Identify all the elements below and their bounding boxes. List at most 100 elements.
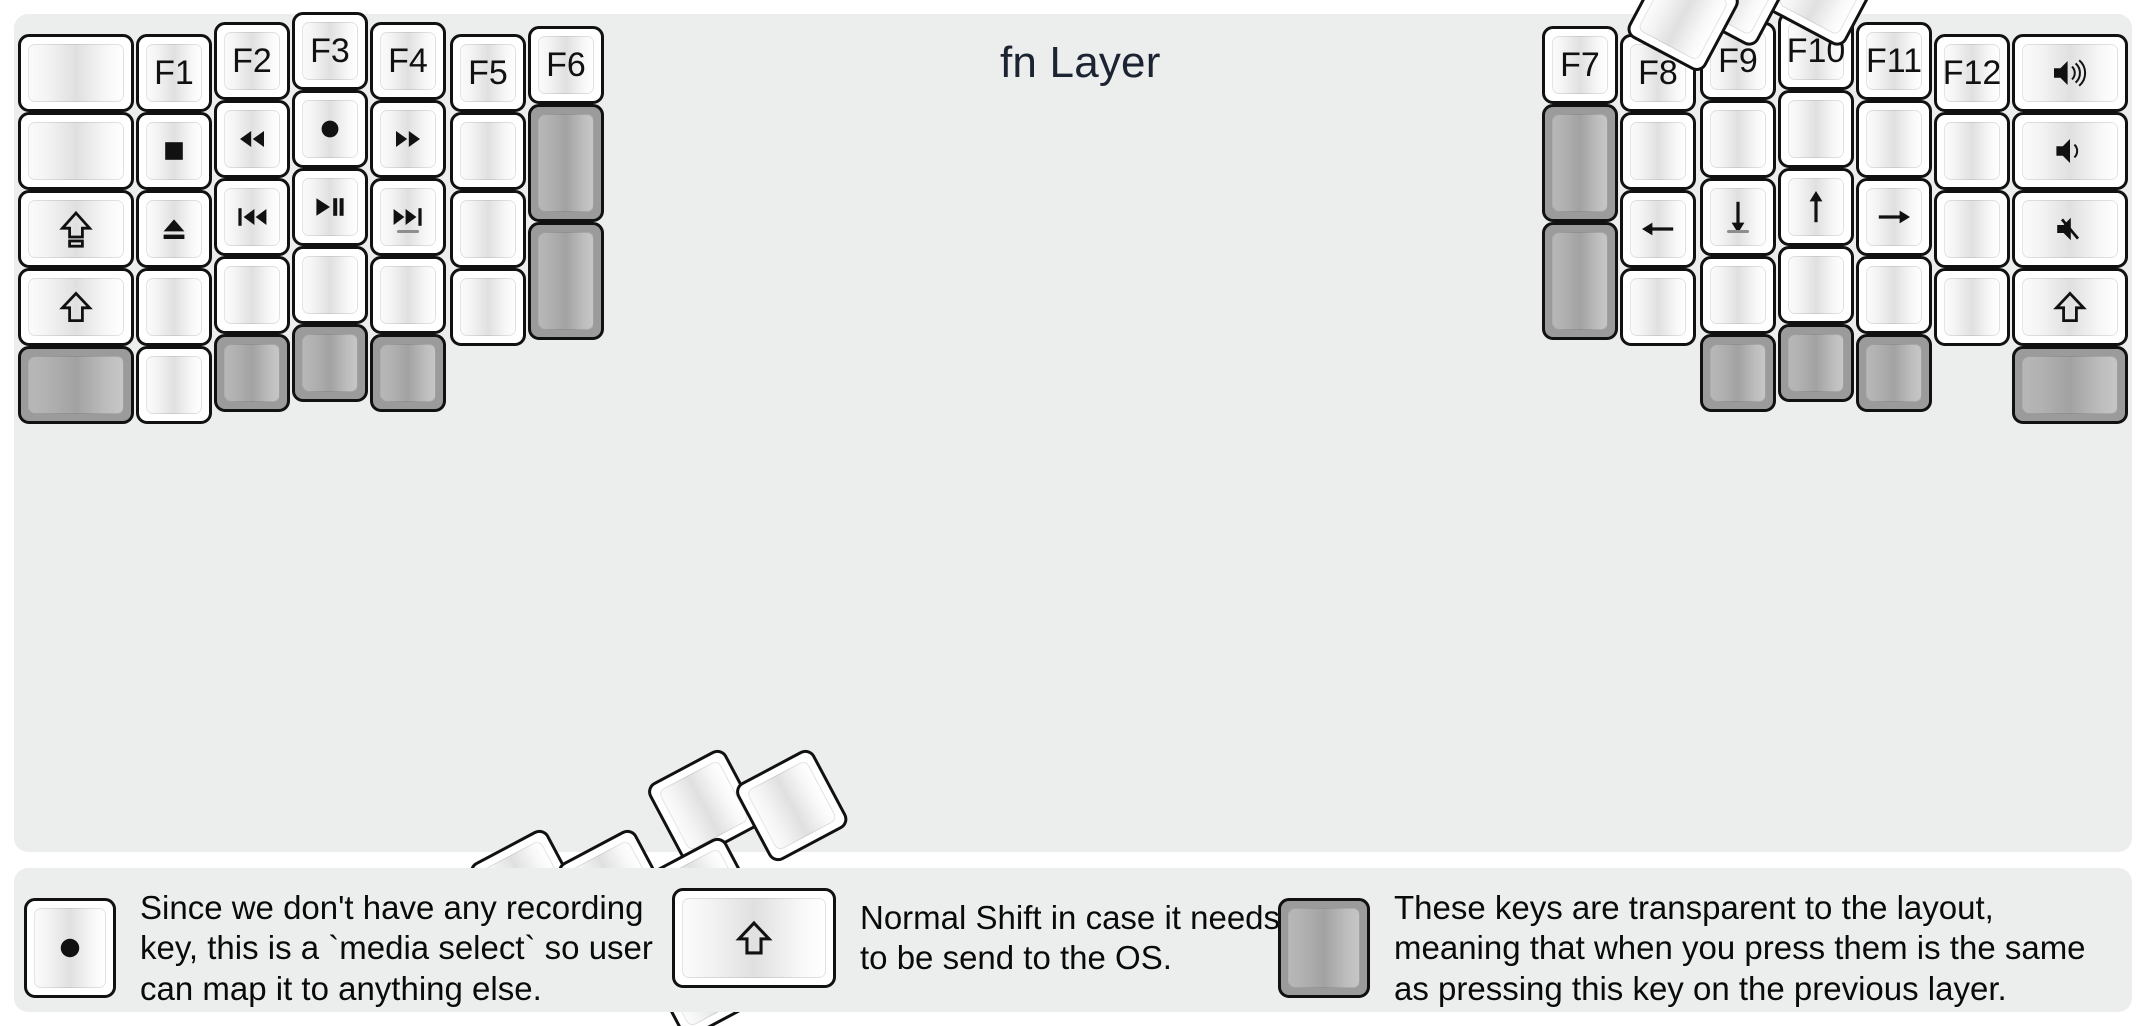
keycap-surface (224, 188, 280, 246)
keycap-surface: F3 (302, 22, 358, 80)
left-col-index-key-0[interactable]: F4 (370, 22, 446, 100)
left-col-pinky-outer-key-2[interactable] (18, 190, 134, 268)
keycap-surface (146, 200, 202, 258)
keycap-surface (1866, 188, 1922, 246)
keycap-surface (34, 908, 106, 989)
left-col-innermost-key-0[interactable]: F6 (528, 26, 604, 104)
left-col-ring-key-3[interactable] (214, 256, 290, 334)
right-col-pinky-outer-key-4[interactable] (2012, 346, 2128, 424)
left-col-middle-key-1[interactable] (292, 90, 368, 168)
right-col-inner-key-1[interactable] (1620, 112, 1696, 190)
left-col-pinky-key-3[interactable] (136, 268, 212, 346)
keycap-surface (302, 256, 358, 314)
right-col-ring-key-3[interactable] (1856, 256, 1932, 334)
left-col-middle-key-0[interactable]: F3 (292, 12, 368, 90)
right-col-index-key-4[interactable] (1700, 334, 1776, 412)
keycap-surface (28, 200, 124, 258)
legend-item-3: These keys are transparent to the layout… (1278, 888, 2086, 1009)
right-col-pinky-outer-key-1[interactable] (2012, 112, 2128, 190)
right-col-pinky-outer-key-2[interactable] (2012, 190, 2128, 268)
right-col-index-key-1[interactable] (1700, 100, 1776, 178)
keycap-surface (460, 200, 516, 258)
right-col-index-key-3[interactable] (1700, 256, 1776, 334)
right-col-pinky-key-1[interactable] (1934, 112, 2010, 190)
keycap-surface (1944, 200, 2000, 258)
keycap-surface: F11 (1866, 32, 1922, 90)
key-label: F1 (154, 54, 194, 92)
left-col-middle-key-3[interactable] (292, 246, 368, 324)
right-col-middle-key-3[interactable] (1778, 246, 1854, 324)
keycap-surface (1866, 110, 1922, 168)
key-label: F2 (232, 42, 272, 80)
right-col-innermost-key-2[interactable] (1542, 222, 1618, 340)
left-col-pinky-outer-key-0[interactable] (18, 34, 134, 112)
arrow-down-icon (1718, 197, 1758, 237)
left-col-index-key-2[interactable] (370, 178, 446, 256)
left-col-inner-key-2[interactable] (450, 190, 526, 268)
key-label: F6 (546, 46, 586, 84)
right-col-middle-key-4[interactable] (1778, 324, 1854, 402)
eject-icon (154, 209, 194, 249)
play-pause-icon (310, 187, 350, 227)
left-col-middle-key-2[interactable] (292, 168, 368, 246)
right-col-inner-key-2[interactable] (1620, 190, 1696, 268)
left-col-pinky-outer-key-1[interactable] (18, 112, 134, 190)
right-col-middle-key-2[interactable] (1778, 168, 1854, 246)
left-col-index-key-1[interactable] (370, 100, 446, 178)
right-col-inner-key-3[interactable] (1620, 268, 1696, 346)
keycap-surface (224, 266, 280, 324)
record-icon (48, 926, 92, 970)
right-col-ring-key-1[interactable] (1856, 100, 1932, 178)
right-col-ring-key-0[interactable]: F11 (1856, 22, 1932, 100)
keycap-surface: F1 (146, 44, 202, 102)
left-col-index-key-3[interactable] (370, 256, 446, 334)
keycap-surface (380, 110, 436, 168)
keycap-surface (302, 334, 358, 392)
left-col-ring-key-2[interactable] (214, 178, 290, 256)
right-col-ring-key-4[interactable] (1856, 334, 1932, 412)
left-col-pinky-key-4[interactable] (136, 346, 212, 424)
right-col-pinky-key-2[interactable] (1934, 190, 2010, 268)
left-col-ring-key-4[interactable] (214, 334, 290, 412)
left-col-inner-key-3[interactable] (450, 268, 526, 346)
left-col-pinky-outer-key-3[interactable] (18, 268, 134, 346)
right-col-middle-key-1[interactable] (1778, 90, 1854, 168)
left-col-pinky-key-2[interactable] (136, 190, 212, 268)
left-col-innermost-key-1[interactable] (528, 104, 604, 222)
keycap-surface (28, 44, 124, 102)
legend-sample-key-2 (672, 888, 836, 988)
left-col-pinky-outer-key-4[interactable] (18, 346, 134, 424)
right-col-pinky-key-0[interactable]: F12 (1934, 34, 2010, 112)
left-col-innermost-key-2[interactable] (528, 222, 604, 340)
right-col-pinky-key-3[interactable] (1934, 268, 2010, 346)
legend-item-2: Normal Shift in case it needs to be send… (672, 888, 1280, 988)
left-col-inner-key-0[interactable]: F5 (450, 34, 526, 112)
keycap-surface (2022, 44, 2118, 102)
keycap-surface (460, 122, 516, 180)
left-col-middle-key-4[interactable] (292, 324, 368, 402)
right-col-ring-key-2[interactable] (1856, 178, 1932, 256)
keycap-surface (1866, 344, 1922, 402)
left-col-pinky-key-0[interactable]: F1 (136, 34, 212, 112)
left-col-pinky-key-1[interactable] (136, 112, 212, 190)
legend-description-1: Since we don't have any recording key, t… (140, 889, 653, 1007)
keycap-surface (146, 278, 202, 336)
left-col-inner-key-1[interactable] (450, 112, 526, 190)
legend-panel (14, 868, 2132, 1012)
right-col-pinky-outer-key-0[interactable] (2012, 34, 2128, 112)
right-col-innermost-key-0[interactable]: F7 (1542, 26, 1618, 104)
key-underbar-marker (1727, 230, 1749, 233)
keycap-surface (1710, 110, 1766, 168)
left-col-index-key-4[interactable] (370, 334, 446, 412)
right-col-pinky-outer-key-3[interactable] (2012, 268, 2128, 346)
keycap-surface (1788, 100, 1844, 158)
keycap-surface: F5 (460, 44, 516, 102)
left-col-ring-key-0[interactable]: F2 (214, 22, 290, 100)
key-underbar-marker (397, 230, 419, 233)
right-col-index-key-2[interactable] (1700, 178, 1776, 256)
left-col-ring-key-1[interactable] (214, 100, 290, 178)
right-col-innermost-key-1[interactable] (1542, 104, 1618, 222)
arrow-right-icon (1874, 197, 1914, 237)
next-track-icon (388, 197, 428, 237)
left-thumb-small-2[interactable] (732, 746, 852, 866)
